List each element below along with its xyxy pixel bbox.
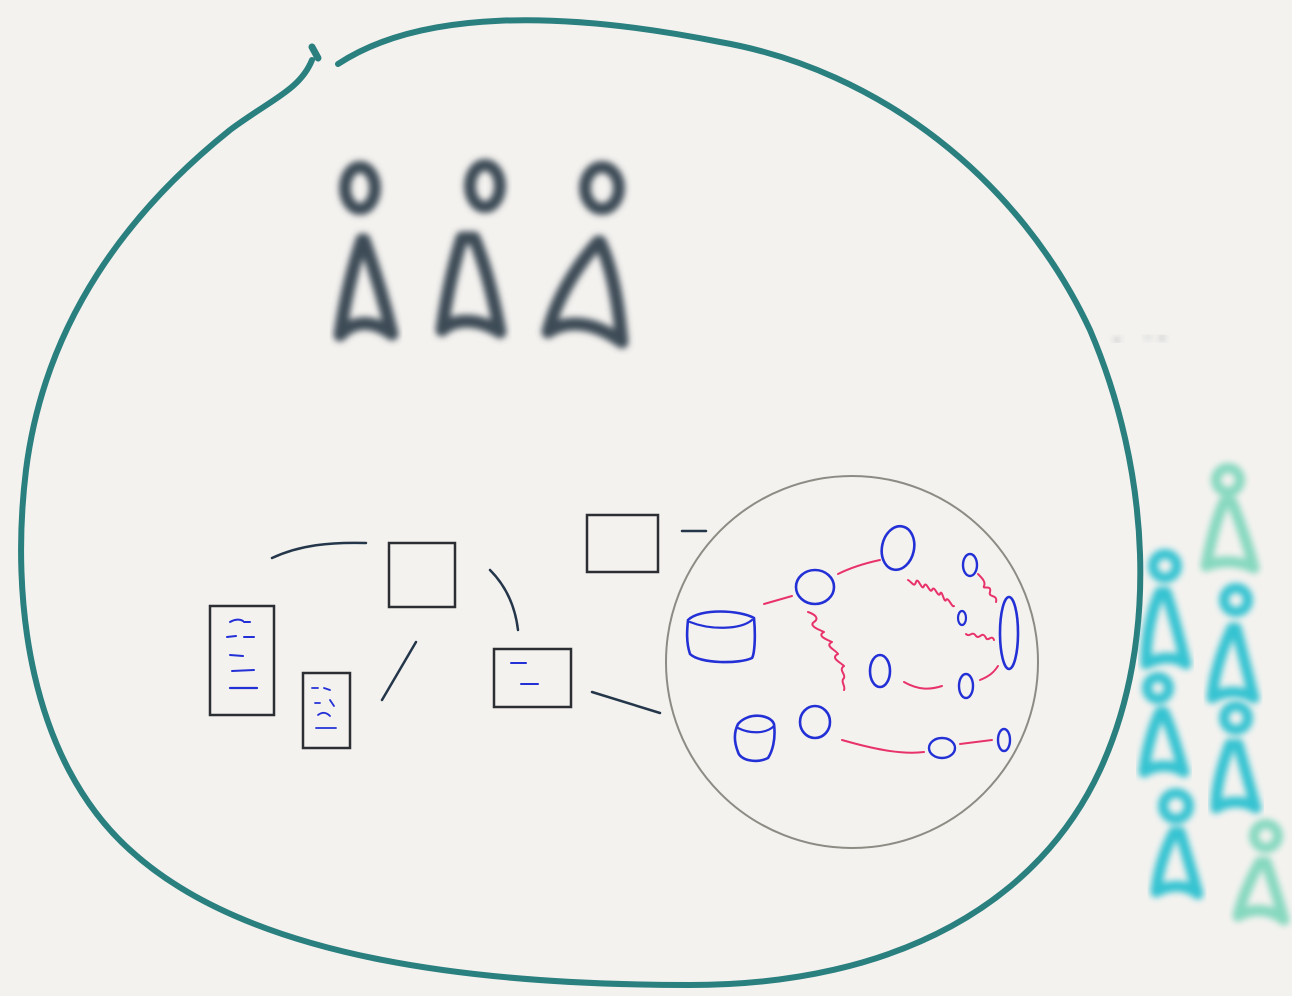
organisation-boundary bbox=[18, 17, 1144, 988]
inside-people-group bbox=[333, 159, 629, 349]
link-line bbox=[965, 632, 995, 641]
link-line bbox=[807, 611, 846, 691]
link-line bbox=[763, 595, 793, 605]
connector-line bbox=[590, 690, 662, 715]
outside-people-group bbox=[1138, 463, 1290, 926]
stray-marks bbox=[1115, 335, 1164, 342]
node-ellipse-icon bbox=[868, 653, 892, 689]
person-figure-icon bbox=[1206, 583, 1260, 704]
person-figure-icon bbox=[1140, 549, 1192, 670]
person-figure-icon bbox=[1150, 788, 1204, 900]
node-ellipse-icon bbox=[998, 595, 1020, 671]
database-cylinder-icon bbox=[733, 714, 776, 763]
server-box-icon bbox=[585, 513, 660, 574]
link-line bbox=[907, 579, 955, 608]
connector-line bbox=[380, 640, 418, 702]
node-ellipse-icon bbox=[961, 552, 979, 578]
connector-line bbox=[270, 541, 368, 560]
person-figure-icon bbox=[1200, 463, 1260, 574]
link-line bbox=[959, 739, 993, 745]
node-ellipse-icon bbox=[794, 568, 836, 606]
link-line bbox=[841, 739, 925, 754]
boundary-outline bbox=[18, 17, 1144, 988]
zoom-detail-circle bbox=[665, 475, 1039, 849]
zoom-circle-outline bbox=[665, 475, 1039, 849]
node-ellipse-icon bbox=[798, 704, 832, 740]
node-ellipse-icon bbox=[927, 736, 957, 760]
node-ellipse-icon bbox=[956, 609, 968, 627]
node-ellipse-icon bbox=[957, 672, 975, 700]
server-box-icon bbox=[387, 541, 457, 609]
person-figure-icon bbox=[1210, 701, 1262, 814]
system-boxes-group bbox=[208, 513, 708, 750]
server-box-icon bbox=[492, 647, 573, 709]
link-line bbox=[837, 559, 881, 575]
person-figure-icon bbox=[333, 161, 399, 342]
person-figure-icon bbox=[541, 161, 629, 349]
link-line bbox=[979, 665, 999, 681]
node-ellipse-icon bbox=[996, 727, 1012, 753]
database-cylinder-icon bbox=[685, 610, 757, 664]
person-figure-icon bbox=[1138, 672, 1190, 778]
document-icon bbox=[301, 671, 352, 750]
node-ellipse-icon bbox=[880, 524, 916, 572]
connector-line bbox=[488, 568, 520, 632]
boundary-start-tick bbox=[308, 43, 322, 62]
link-line bbox=[903, 681, 943, 690]
link-line bbox=[977, 573, 998, 603]
person-figure-icon bbox=[1232, 819, 1290, 926]
person-figure-icon bbox=[435, 159, 507, 339]
document-icon bbox=[208, 604, 276, 717]
